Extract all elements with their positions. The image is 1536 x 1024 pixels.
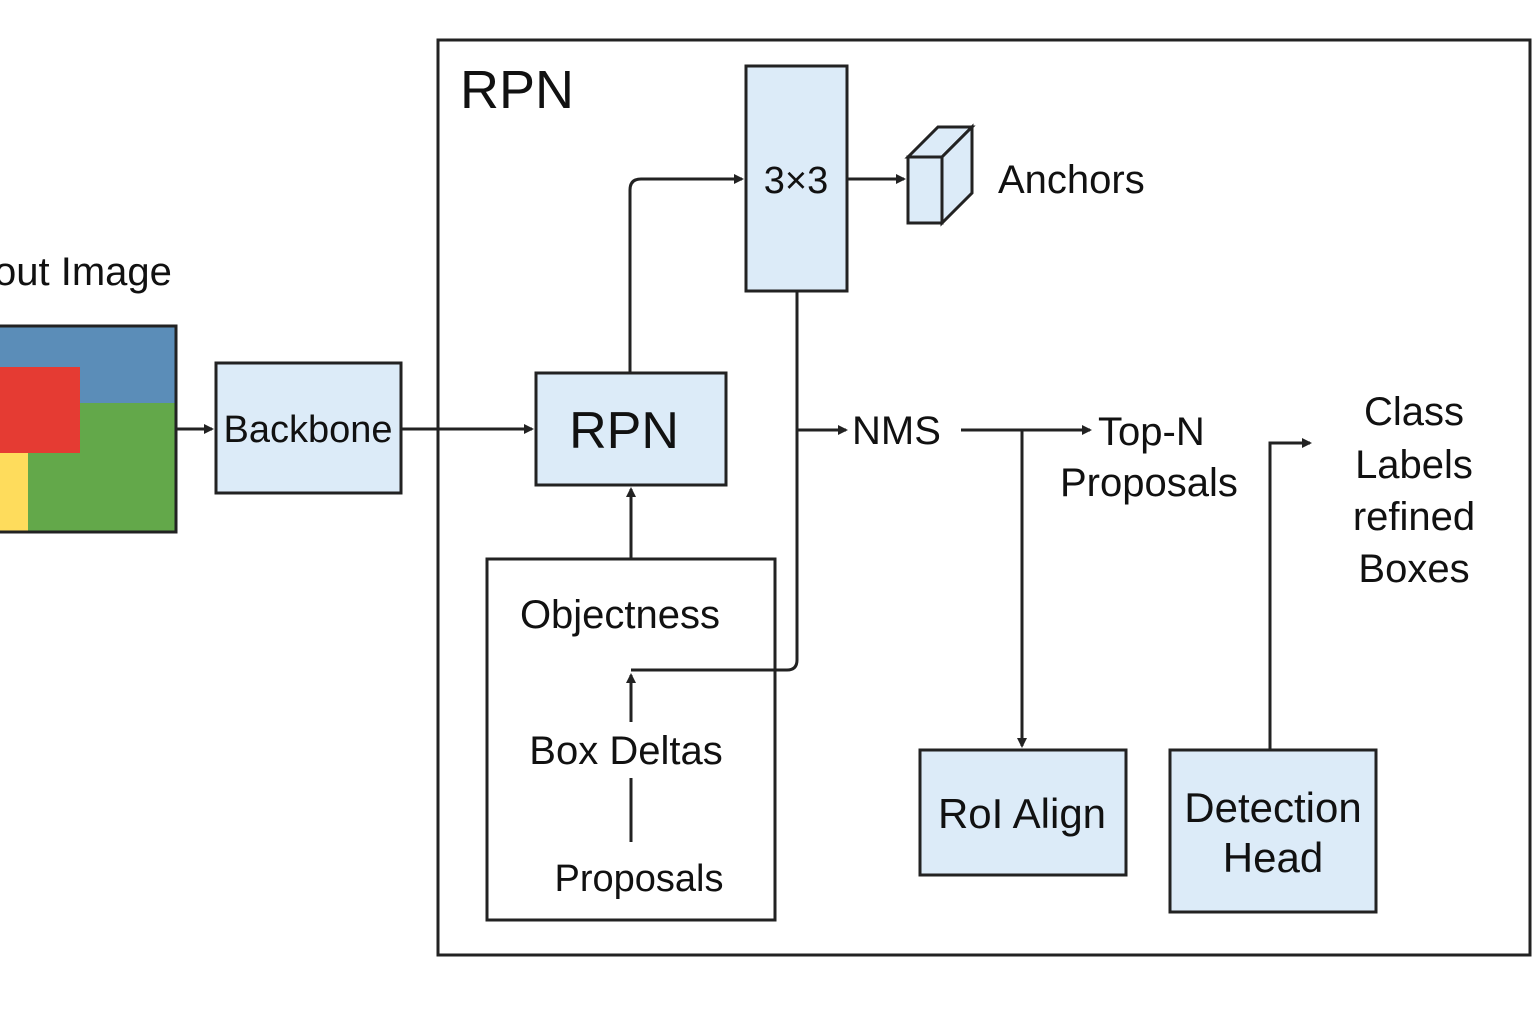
detection-head-label-line2: Head — [1223, 834, 1323, 881]
conv-3x3-node — [744, 64, 849, 293]
rpn-container — [436, 38, 1532, 957]
input-image — [0, 324, 178, 534]
detection-head-node — [1168, 748, 1378, 914]
line-conv-to-outputs — [631, 291, 799, 672]
rpn-outputs-box — [485, 557, 777, 922]
proposals-label: Proposals — [555, 858, 724, 900]
objectness-label: Objectness — [520, 593, 720, 637]
cube-icon — [904, 123, 976, 227]
output-label-line4: Boxes — [1358, 547, 1469, 591]
input-image-label: out Image — [0, 250, 172, 294]
arrow-detection-to-output — [1268, 438, 1312, 750]
detection-head-label-line1: Detection — [1184, 784, 1361, 831]
output-label-line3: refined — [1353, 495, 1475, 539]
roi-align-label: RoI Align — [938, 790, 1106, 837]
arrow-rpn-to-conv — [628, 174, 744, 373]
backbone-label: Backbone — [223, 409, 392, 451]
backbone-node — [214, 361, 403, 495]
rpn-label: RPN — [569, 402, 679, 460]
image-red-region — [0, 367, 80, 453]
conv-3x3-label: 3×3 — [764, 160, 828, 202]
image-yellow-region — [0, 453, 28, 532]
topn-label-line2: Proposals — [1060, 461, 1238, 505]
topn-label-line1: Top-N — [1098, 410, 1205, 454]
box-deltas-label: Box Deltas — [529, 729, 722, 773]
container-title: RPN — [460, 60, 574, 120]
anchors-label: Anchors — [998, 158, 1145, 202]
image-border — [0, 324, 178, 534]
nms-label: NMS — [852, 409, 941, 453]
output-label-line2: Labels — [1355, 443, 1473, 487]
roi-align-node — [918, 748, 1128, 877]
output-label-line1: Class — [1364, 390, 1464, 434]
